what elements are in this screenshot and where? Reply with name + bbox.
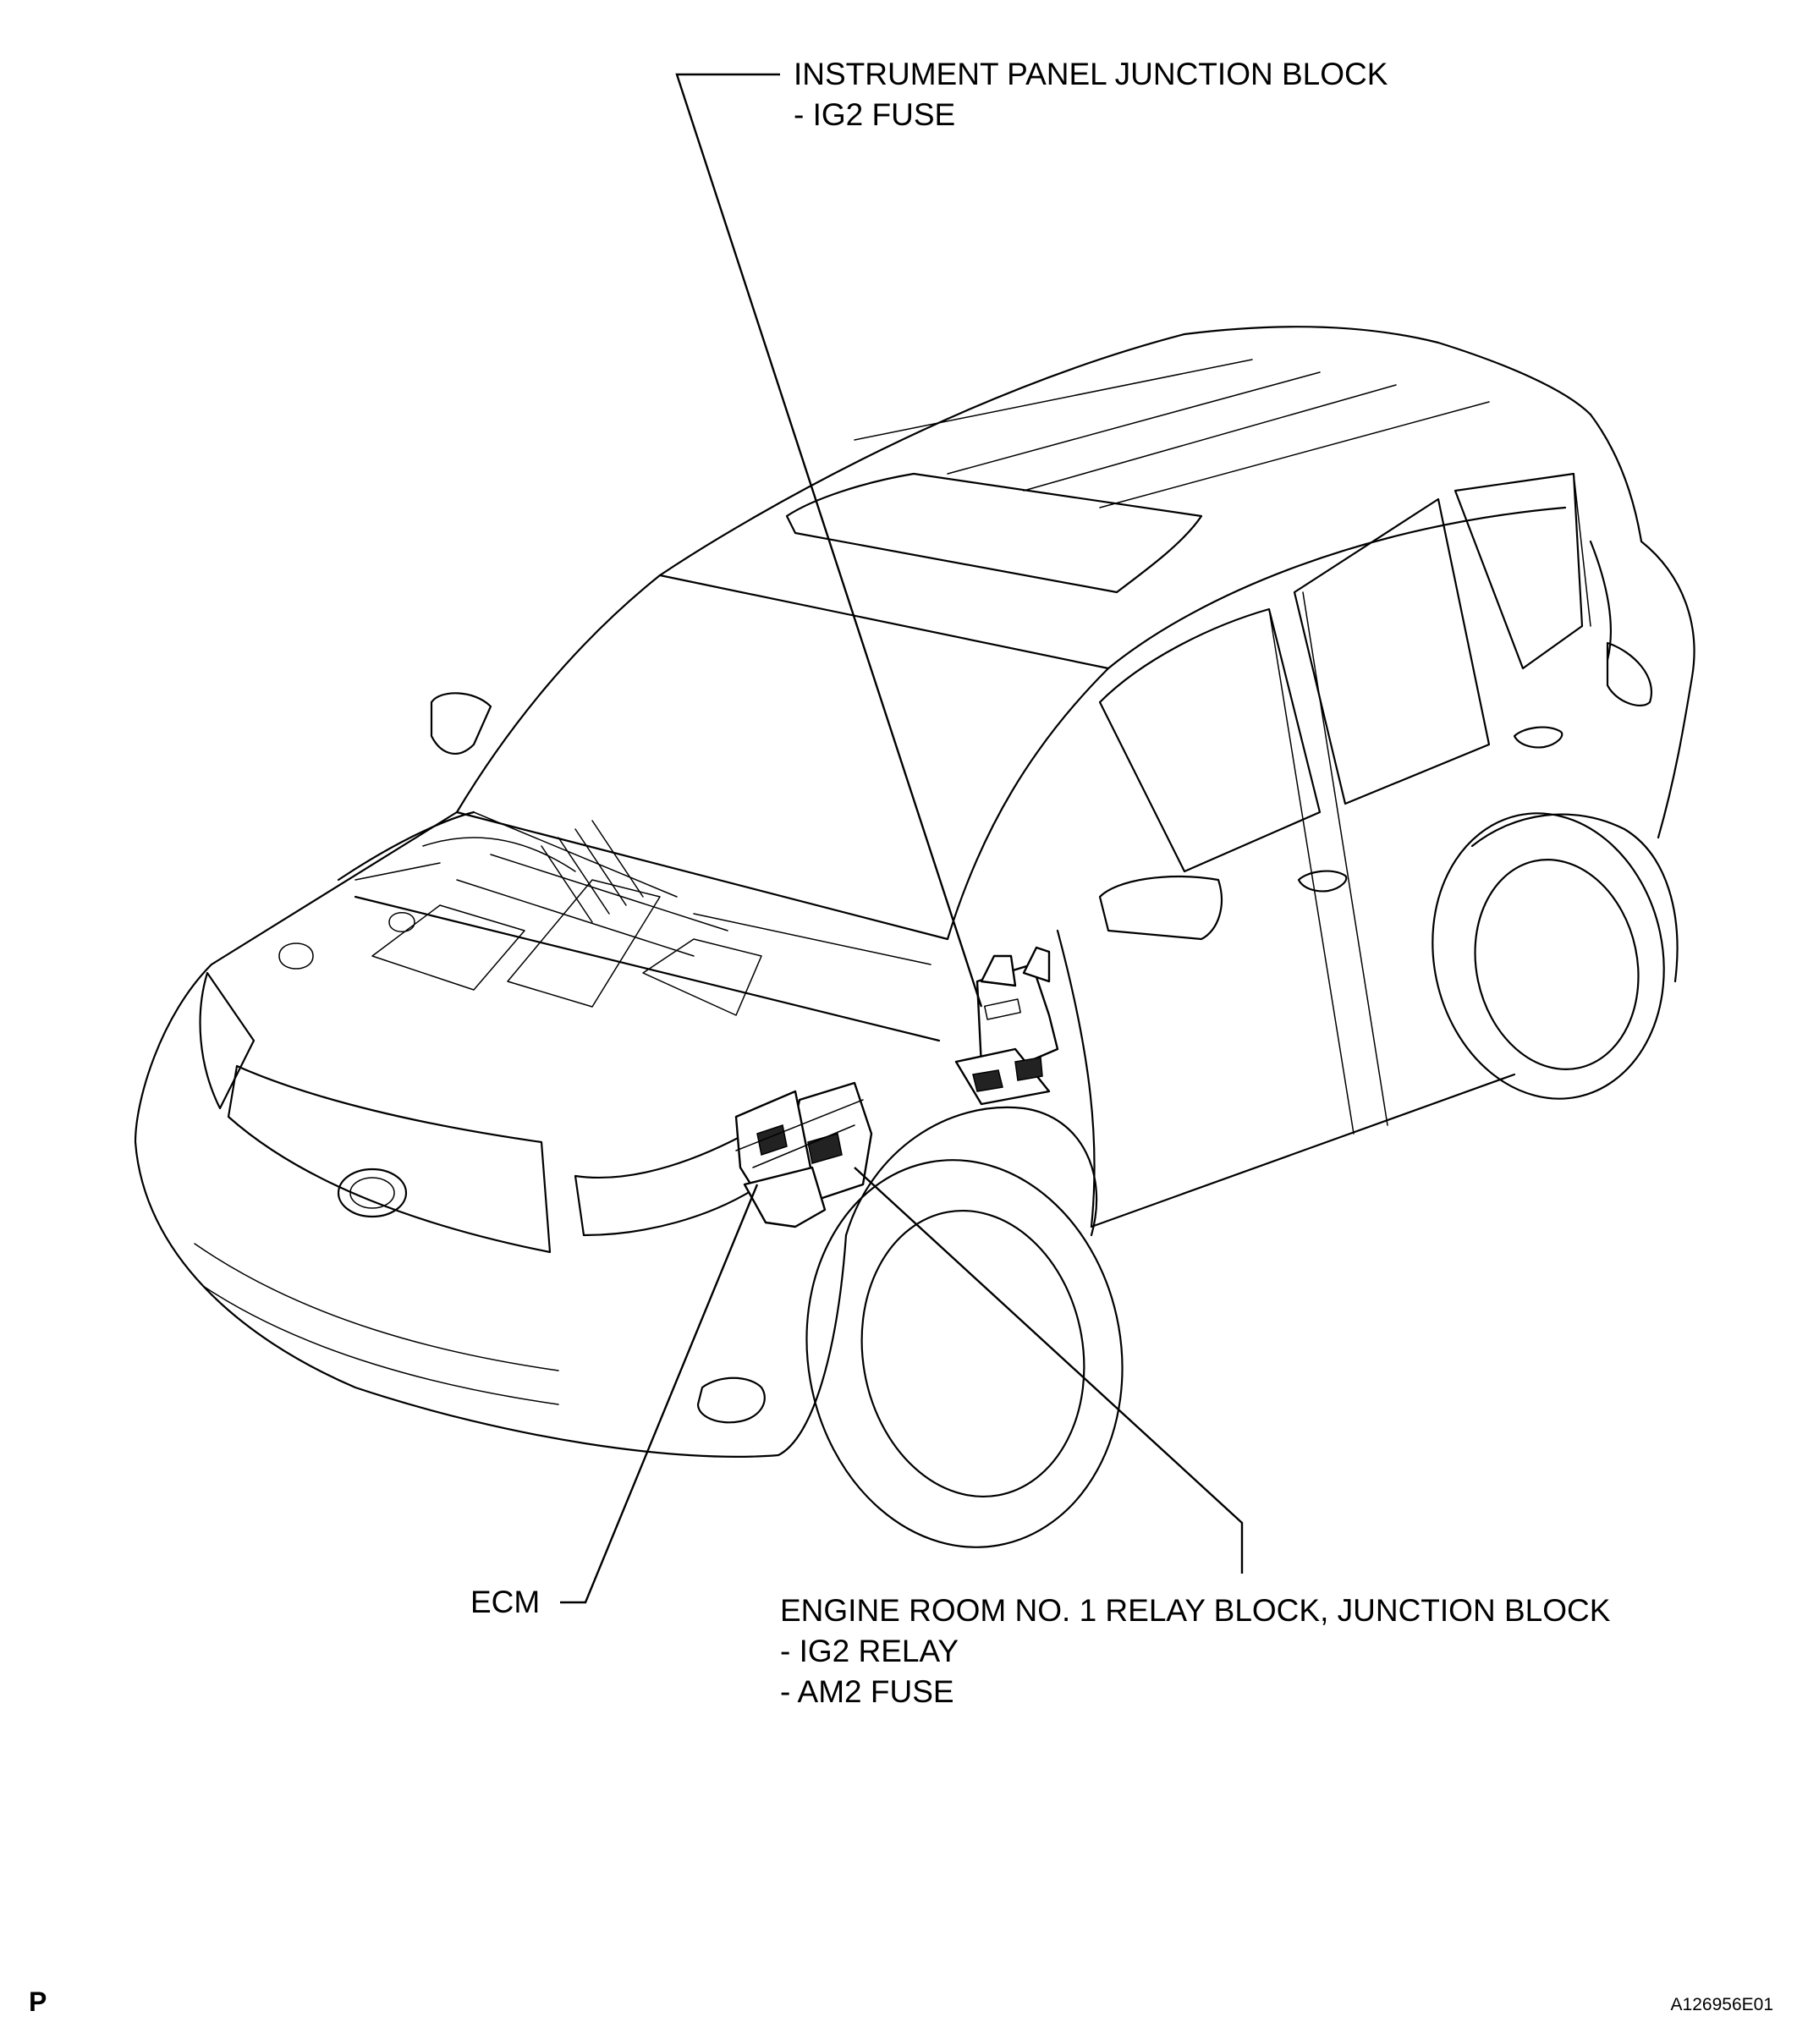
engine-room-label-line1: ENGINE ROOM NO. 1 RELAY BLOCK, JUNCTION …: [780, 1593, 1611, 1628]
leader-engine-room: [854, 1167, 1244, 1574]
instrument-panel-junction-block-part: [954, 946, 1059, 1106]
ecm-label: ECM: [470, 1585, 541, 1619]
engine-room-label-line3: - AM2 FUSE: [780, 1674, 954, 1709]
leader-instrument-panel: [675, 73, 983, 1008]
engine-room-relay-block-part: [734, 1081, 873, 1228]
engine-room-label-line2: - IG2 RELAY: [780, 1634, 959, 1668]
instrument-panel-label-line1: INSTRUMENT PANEL JUNCTION BLOCK: [794, 57, 1388, 91]
engine-room-relay-block-label: ENGINE ROOM NO. 1 RELAY BLOCK, JUNCTION …: [780, 1591, 1610, 1712]
instrument-panel-junction-block-label: INSTRUMENT PANEL JUNCTION BLOCK - IG2 FU…: [794, 54, 1388, 135]
instrument-panel-label-line2: - IG2 FUSE: [794, 97, 956, 132]
leader-lines: [560, 73, 1244, 1604]
leader-ecm: [560, 1184, 759, 1604]
vehicle-body: [134, 326, 1695, 1548]
figure-id: A126956E01: [1670, 1995, 1773, 2014]
page-letter: P: [29, 1986, 47, 2017]
